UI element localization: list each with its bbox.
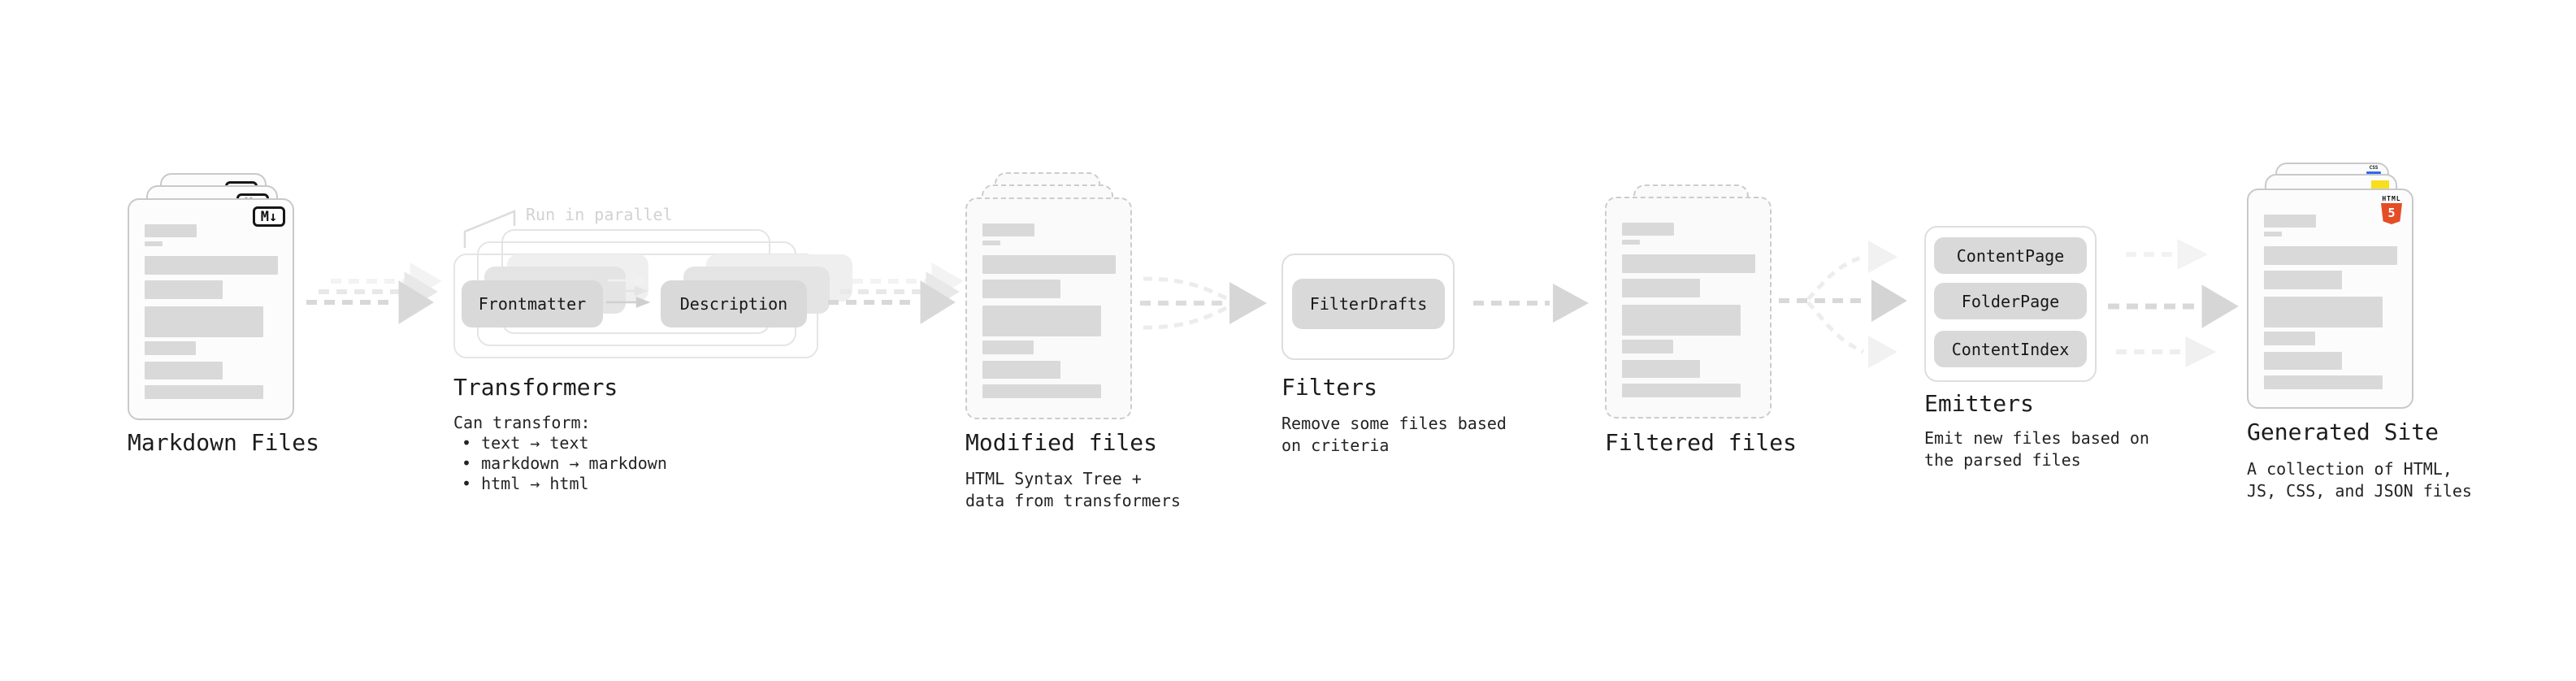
placeholder-bar: [145, 306, 263, 337]
js-icon: [2371, 180, 2389, 189]
placeholder-bar: [145, 362, 223, 380]
placeholder-bar: [2264, 297, 2383, 327]
arrow-filters-to-filtered: [1473, 284, 1589, 323]
html5-icon-word: HTML: [2382, 195, 2401, 202]
placeholder-bar: [1622, 384, 1741, 397]
filters-description: Remove some files based on criteria: [1281, 413, 1507, 457]
parallel-mini-arrows: [606, 275, 651, 308]
transformers-desc-heading: Can transform:: [453, 413, 591, 432]
placeholder-bar: [2264, 375, 2383, 389]
arrow-filtered-to-emitters: [1779, 241, 1907, 368]
bullet-item: • markdown → markdown: [462, 453, 667, 473]
css-icon-bar: [2366, 171, 2381, 174]
placeholder-bar: [145, 241, 163, 246]
placeholder-bar: [982, 361, 1060, 379]
emitters-description: Emit new files based on the parsed files: [1924, 427, 2149, 471]
css-icon-label: CSS: [2369, 165, 2379, 171]
desc-line: A collection of HTML,: [2247, 459, 2452, 479]
placeholder-bar: [982, 340, 1034, 354]
desc-line: data from transformers: [965, 491, 1181, 510]
arrow-modified-to-filters: [1140, 276, 1267, 330]
filtered-doc: [1605, 197, 1772, 419]
filters-frame: [1281, 254, 1455, 360]
placeholder-bar: [145, 385, 263, 399]
markdown-icon: M↓: [253, 206, 285, 227]
placeholder-bar: [982, 241, 1000, 245]
description-pill: Description: [661, 280, 807, 327]
modified-files-label: Modified files: [965, 429, 1158, 456]
generated-site-label: Generated Site: [2247, 419, 2439, 445]
folderpage-pill: FolderPage: [1934, 283, 2087, 319]
filtered-files-label: Filtered files: [1605, 429, 1798, 456]
placeholder-bar: [1622, 360, 1700, 378]
run-in-parallel-connector: [463, 210, 516, 248]
placeholder-bar: [982, 306, 1101, 336]
contentpage-pill: ContentPage: [1934, 237, 2087, 274]
markdown-doc: M↓: [128, 198, 294, 420]
placeholder-bar: [2264, 352, 2342, 370]
desc-line: Emit new files based on: [1924, 428, 2149, 448]
desc-line: on criteria: [1281, 436, 1390, 455]
placeholder-bar: [982, 280, 1060, 298]
html5-icon: HTML 5: [2381, 195, 2402, 224]
placeholder-bar: [1622, 340, 1673, 354]
arrow-emitters-to-generated: [2108, 239, 2239, 367]
desc-line: the parsed files: [1924, 450, 2081, 470]
placeholder-bar: [2264, 232, 2282, 236]
placeholder-bar: [1622, 279, 1700, 297]
modified-files-description: HTML Syntax Tree + data from transformer…: [965, 468, 1181, 512]
placeholder-bar: [1622, 240, 1640, 245]
frontmatter-pill: Frontmatter: [462, 280, 603, 327]
emitters-frame: [1924, 226, 2097, 382]
placeholder-bar: [145, 256, 278, 275]
placeholder-bar: [1622, 223, 1674, 236]
placeholder-bar: [982, 255, 1116, 274]
generated-site-description: A collection of HTML, JS, CSS, and JSON …: [2247, 458, 2472, 502]
bullet-item: • text → text: [462, 433, 589, 453]
placeholder-bar: [1622, 305, 1741, 336]
placeholder-bar: [2264, 271, 2342, 289]
generated-doc: HTML 5: [2247, 189, 2413, 409]
placeholder-bar: [2264, 246, 2397, 265]
filters-title: Filters: [1281, 374, 1378, 401]
arrow-transformers-to-modified: [828, 262, 964, 324]
transformers-description: Can transform: • text → text • markdown …: [453, 413, 667, 494]
placeholder-bar: [2264, 332, 2315, 345]
contentindex-pill: ContentIndex: [1934, 331, 2087, 367]
placeholder-bar: [982, 223, 1034, 236]
filterdrafts-pill: FilterDrafts: [1292, 279, 1445, 329]
placeholder-bar: [1622, 254, 1755, 273]
modified-doc: [965, 197, 1132, 419]
markdown-files-label: Markdown Files: [128, 429, 320, 456]
placeholder-bar: [982, 384, 1101, 398]
html5-icon-shield: 5: [2381, 203, 2402, 224]
placeholder-bar: [145, 224, 197, 237]
bullet-item: • html → html: [462, 474, 589, 493]
transformers-title: Transformers: [453, 374, 618, 401]
placeholder-bar: [145, 280, 223, 299]
css-icon: CSS: [2366, 166, 2381, 174]
emitters-title: Emitters: [1924, 390, 2034, 417]
placeholder-bar: [145, 341, 196, 355]
placeholder-bar: [2264, 215, 2316, 228]
desc-line: Remove some files based: [1281, 414, 1507, 433]
desc-line: HTML Syntax Tree +: [965, 469, 1142, 488]
arrow-markdown-to-transformers: [306, 262, 442, 324]
run-in-parallel-annotation: Run in parallel: [526, 205, 673, 224]
desc-line: JS, CSS, and JSON files: [2247, 481, 2472, 501]
